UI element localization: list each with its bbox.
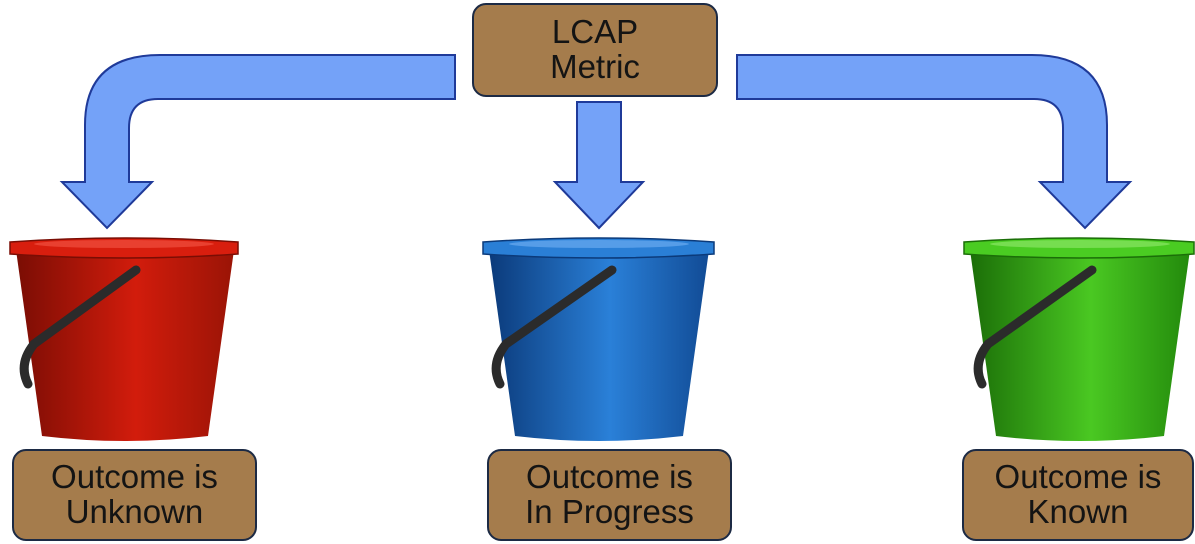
label-known-line-2: Known — [1027, 493, 1129, 530]
source-line-2: Metric — [550, 48, 640, 85]
label-unknown: Outcome is Unknown — [12, 449, 257, 541]
source-box-lcap-metric: LCAP Metric — [472, 3, 718, 97]
arrow-to-in-progress — [552, 101, 646, 230]
label-in-progress: Outcome is In Progress — [487, 449, 732, 541]
bucket-red — [9, 237, 239, 441]
source-line-1: LCAP — [551, 13, 639, 51]
arrow-to-unknown — [59, 54, 456, 230]
label-known-line-1: Outcome is — [994, 458, 1162, 496]
label-in-progress-line-1: Outcome is — [526, 458, 693, 496]
label-known: Outcome is Known — [962, 449, 1194, 541]
label-in-progress-line-2: In Progress — [525, 493, 694, 530]
arrow-to-known — [736, 54, 1133, 230]
bucket-blue — [482, 237, 715, 441]
bucket-green — [963, 237, 1195, 441]
label-unknown-line-2: Unknown — [65, 493, 204, 530]
label-unknown-line-1: Outcome is — [51, 458, 218, 496]
